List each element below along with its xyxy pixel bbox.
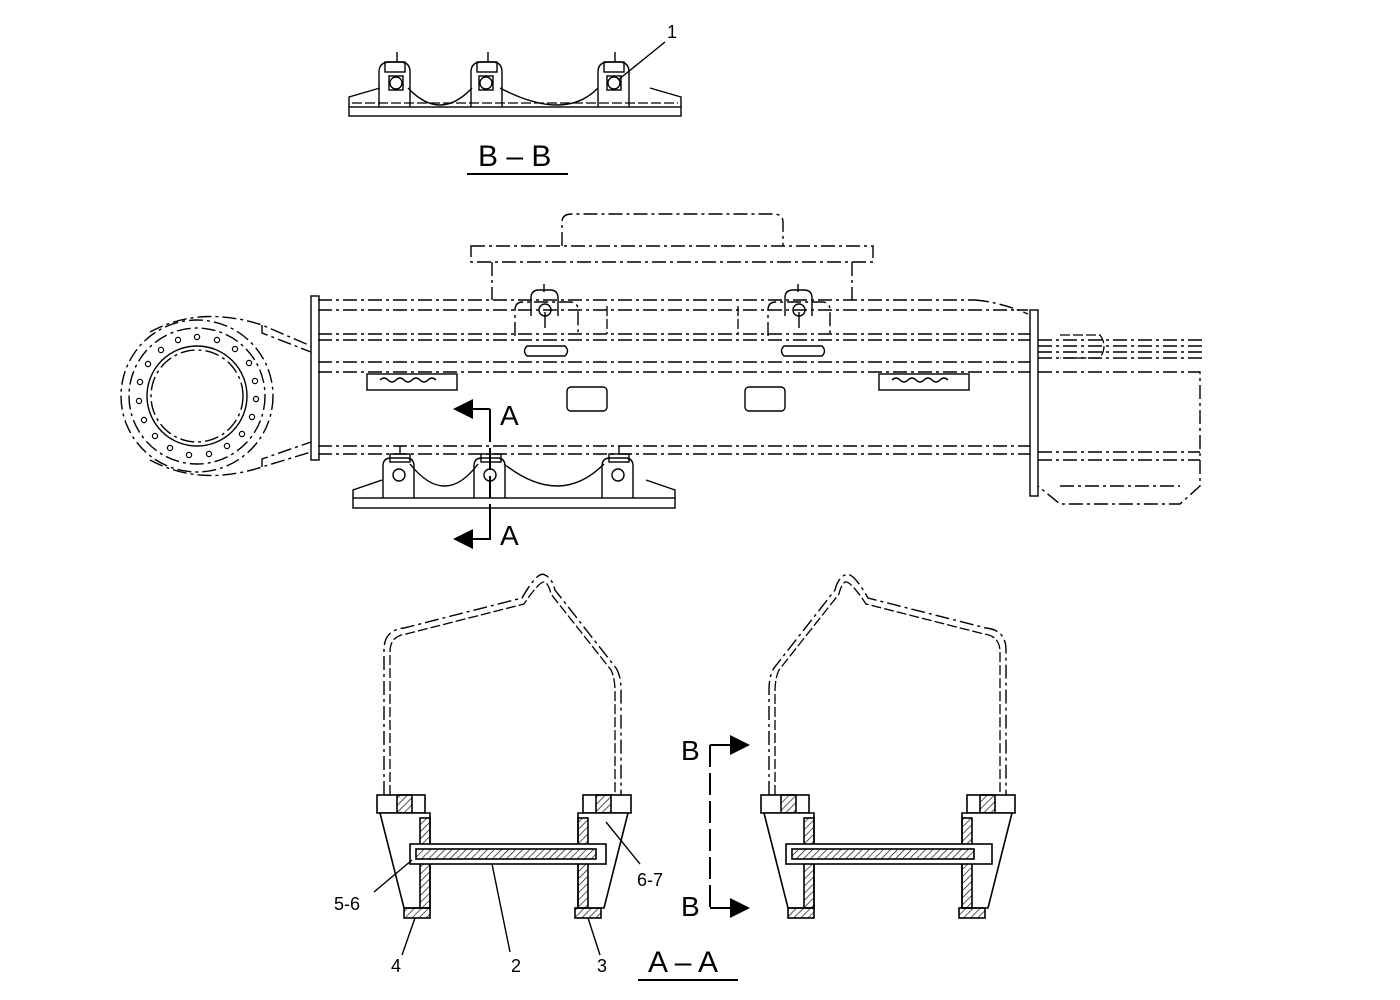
callout-6-7: 6-7 xyxy=(637,870,663,890)
bottom-rail xyxy=(352,446,676,509)
callout-5-6: 5-6 xyxy=(334,894,360,914)
callout-4: 4 xyxy=(391,956,401,976)
b-clamp-right xyxy=(597,52,630,107)
section-marker-a-top: A xyxy=(500,400,519,431)
section-b-title: B – B xyxy=(478,140,551,173)
callout-1-leader xyxy=(617,41,666,81)
section-marker-b-top: B xyxy=(681,735,700,766)
callout-3: 3 xyxy=(597,956,607,976)
b-clamp-middle xyxy=(470,52,503,107)
side-slot-right xyxy=(744,386,786,412)
spring-right xyxy=(878,373,970,391)
callout-2: 2 xyxy=(511,956,521,976)
spring-left xyxy=(366,373,458,391)
section-b-cut-line xyxy=(709,735,750,918)
upper-clamp-right xyxy=(767,284,831,357)
section-b-view: 1 B – B xyxy=(348,22,682,175)
section-a-cut-line xyxy=(453,399,491,549)
upper-clamp-left xyxy=(514,284,579,357)
b-clamp-left xyxy=(378,52,411,107)
right-end-attachment xyxy=(1037,334,1205,505)
section-marker-a-bottom: A xyxy=(500,520,519,551)
side-slot-left xyxy=(566,386,608,412)
section-marker-b-bottom: B xyxy=(681,891,700,922)
section-a-left-view: 5-6 2 4 3 6-7 xyxy=(334,573,663,976)
main-side-view: A A xyxy=(120,213,1205,551)
section-a-title: A – A xyxy=(648,946,718,979)
section-a-right-view xyxy=(760,573,1016,919)
pivot-ring xyxy=(120,315,312,477)
callout-1: 1 xyxy=(667,22,677,42)
